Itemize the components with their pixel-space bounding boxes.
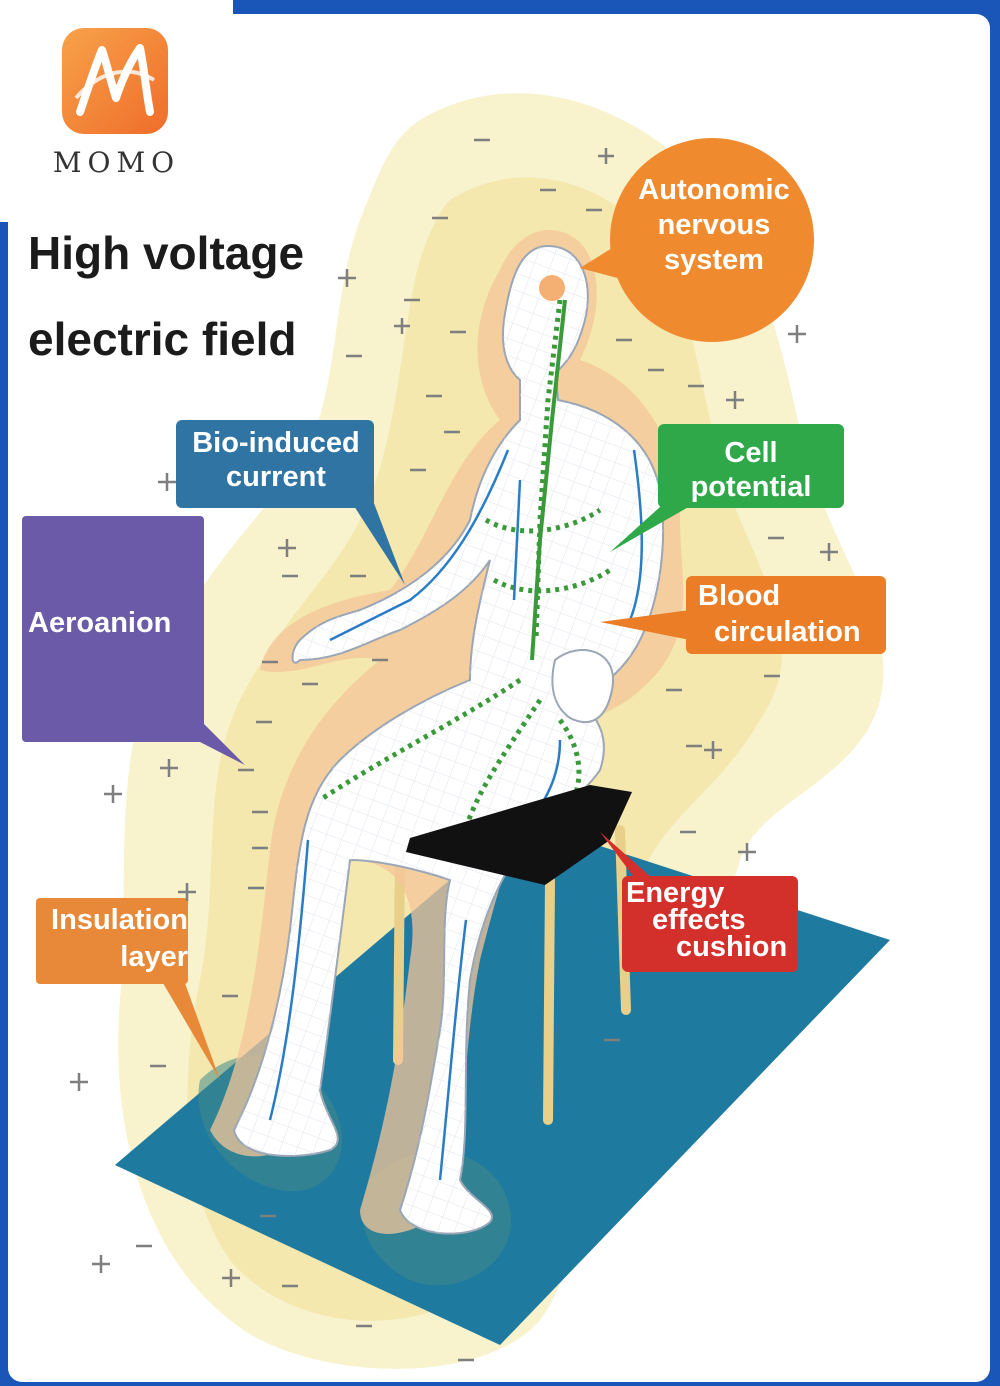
insulation-label: Insulation layer — [36, 902, 188, 976]
blood-circulation-line-2: circulation — [694, 614, 884, 650]
insulation-line-1: Insulation — [36, 902, 188, 939]
diagram-title: High voltage electric field — [28, 210, 304, 382]
blood-circulation-line-1: Blood — [694, 578, 884, 614]
energy-line-1: Energy — [626, 880, 806, 907]
energy-cushion-label: Energy effects cushion — [626, 880, 806, 961]
cell-potential-label: Cell potential — [658, 436, 844, 504]
bio-induced-label: Bio-induced current — [178, 426, 374, 494]
bio-induced-line-1: Bio-induced — [178, 426, 374, 460]
autonomic-line-1: Autonomic — [608, 173, 820, 208]
title-line-1: High voltage — [28, 210, 304, 296]
right-hand — [552, 650, 613, 722]
autonomic-label: Autonomic nervous system — [608, 173, 820, 278]
cell-potential-line-1: Cell — [658, 436, 844, 470]
insulation-line-2: layer — [36, 939, 188, 976]
blood-circulation-label: Blood circulation — [694, 578, 884, 650]
energy-line-3: cushion — [626, 934, 806, 961]
brand-logo: MOMO — [0, 0, 233, 222]
bio-induced-line-2: current — [178, 460, 374, 494]
brain-icon — [539, 275, 565, 301]
momo-logo-icon — [62, 28, 168, 134]
autonomic-line-2: nervous — [608, 208, 820, 243]
cell-potential-line-2: potential — [658, 470, 844, 504]
autonomic-line-3: system — [608, 243, 820, 278]
aeroanion-label: Aeroanion — [28, 608, 198, 638]
title-line-2: electric field — [28, 296, 304, 382]
brand-name: MOMO — [0, 146, 233, 179]
energy-line-2: effects — [626, 907, 806, 934]
